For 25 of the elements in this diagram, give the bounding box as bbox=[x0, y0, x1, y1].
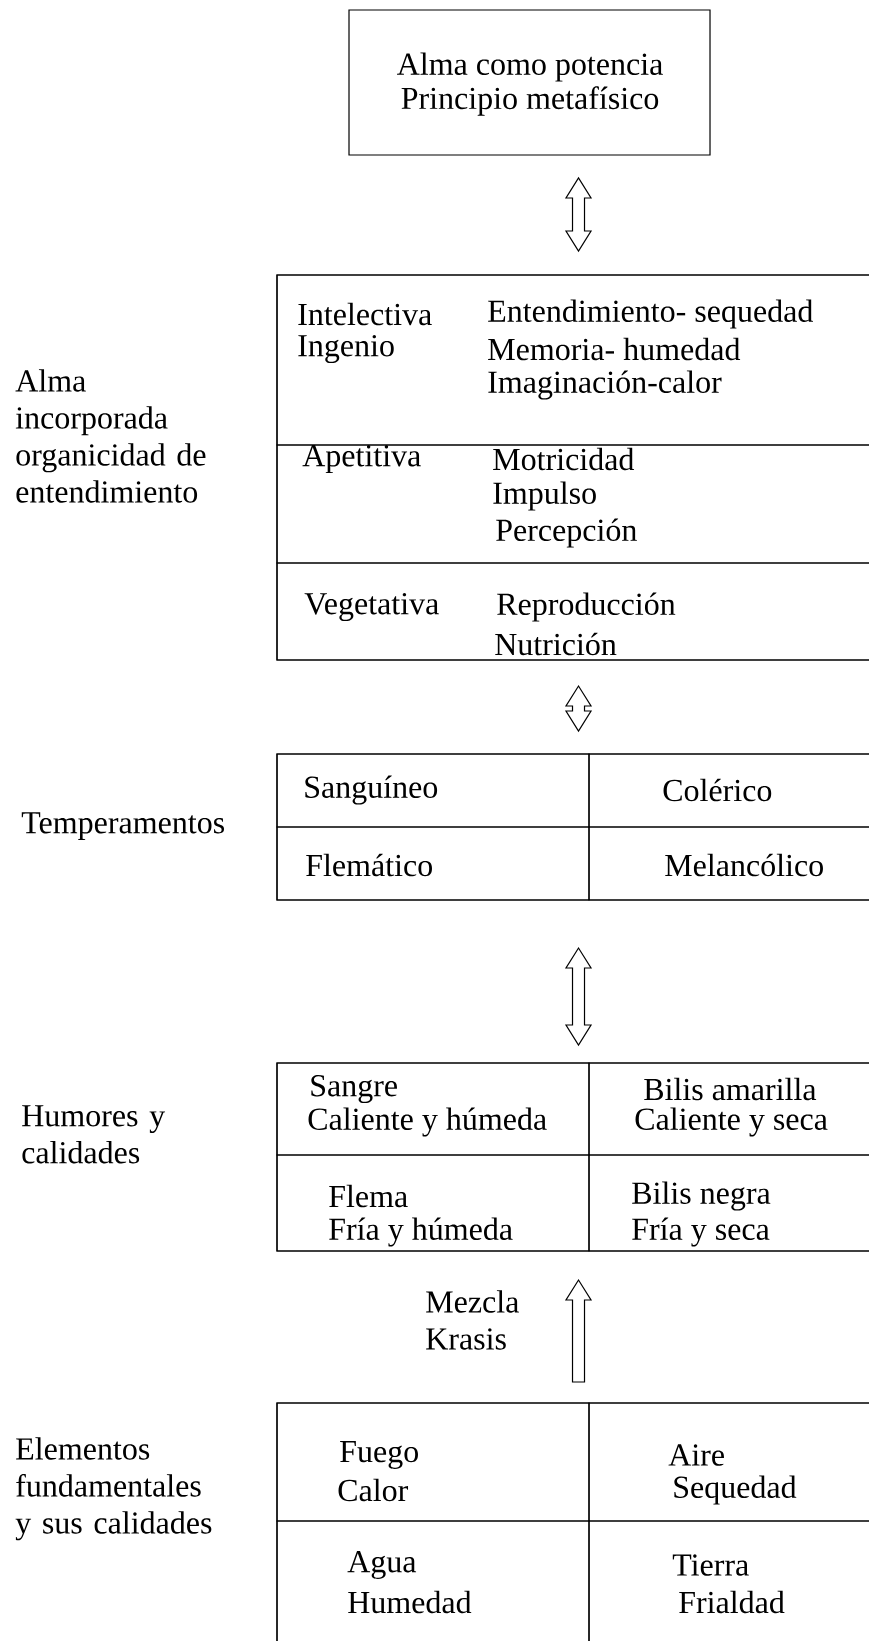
table-cell: Sangre Caliente y húmeda bbox=[276, 1062, 590, 1156]
block-arrow bbox=[564, 1278, 593, 1383]
table-row: Intelectiva Ingenio Entendimiento- sequedad Memoria- humedad Imaginación-calor bbox=[276, 274, 869, 446]
table-cell: Melancólico bbox=[588, 826, 869, 901]
edge-label: Mezcla Krasis bbox=[424, 1289, 537, 1351]
table-cell: Colérico bbox=[588, 753, 869, 828]
concept-box: Alma como potencia Principio metafísico bbox=[348, 9, 711, 156]
table-row: Apetitiva Motricidad Impulso Percepción bbox=[276, 444, 869, 564]
side-label: Humores y calidades bbox=[22, 1105, 166, 1164]
table-cell: Agua Humedad bbox=[276, 1520, 590, 1641]
table-cell: Flemático bbox=[276, 826, 590, 901]
table-cell: Aire Sequedad bbox=[588, 1402, 869, 1522]
table-cell: Bilis amarilla Caliente y seca bbox=[588, 1062, 869, 1156]
table-cell: Tierra Frialdad bbox=[588, 1520, 869, 1641]
block-arrow bbox=[564, 684, 593, 733]
table-cell: Sanguíneo bbox=[276, 753, 590, 828]
block-arrow bbox=[564, 946, 593, 1047]
side-label: Elementos fundamentales y sus calidades bbox=[15, 1437, 212, 1541]
side-label: Alma incorporada organicidad de entendimiento bbox=[15, 369, 206, 503]
table-cell: Fuego Calor bbox=[276, 1402, 590, 1522]
table-row: Vegetativa Reproducción Nutrición bbox=[276, 562, 869, 661]
block-arrow bbox=[564, 176, 593, 253]
table-cell: Flema Fría y húmeda bbox=[276, 1154, 590, 1252]
table-cell: Bilis negra Fría y seca bbox=[588, 1154, 869, 1252]
side-label: Temperamentos bbox=[21, 812, 224, 840]
